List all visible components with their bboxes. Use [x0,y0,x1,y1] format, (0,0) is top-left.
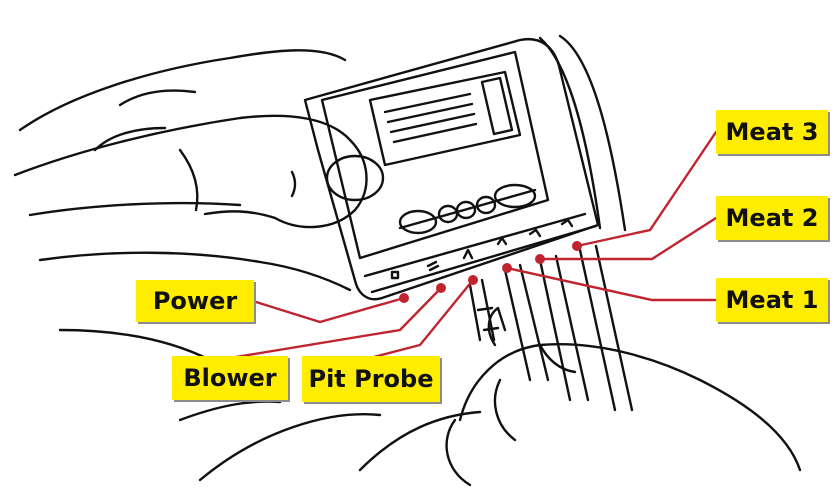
controller-buttons [398,183,537,235]
leader-line-blower [228,286,443,360]
port-dot-meat-3 [572,241,582,251]
controller-screen [368,70,522,167]
leader-line-pit-probe [372,278,475,359]
controller-body [303,34,627,301]
upper-hand [13,49,385,229]
callout-power: Power [136,280,254,322]
callout-meat-2: Meat 2 [716,196,828,240]
lower-hand [198,306,802,487]
port-dot-meat-2 [535,254,545,264]
leader-line-meat-2 [538,216,718,261]
leader-line-meat-1 [505,266,718,302]
probe-cables [468,244,634,412]
leader-line-power [254,296,406,324]
port-icons [390,218,574,280]
lower-arm [38,251,352,422]
port-dot-meat-1 [502,263,512,273]
port-dot-pit-probe [468,275,478,285]
callout-meat-3: Meat 3 [716,110,828,154]
leader-line-meat-3 [575,130,718,248]
callout-meat-1: Meat 1 [716,278,828,322]
port-dot-power [399,293,409,303]
port-dot-blower [436,283,446,293]
callout-blower: Blower [172,356,288,400]
callout-pit-probe: Pit Probe [302,356,440,402]
